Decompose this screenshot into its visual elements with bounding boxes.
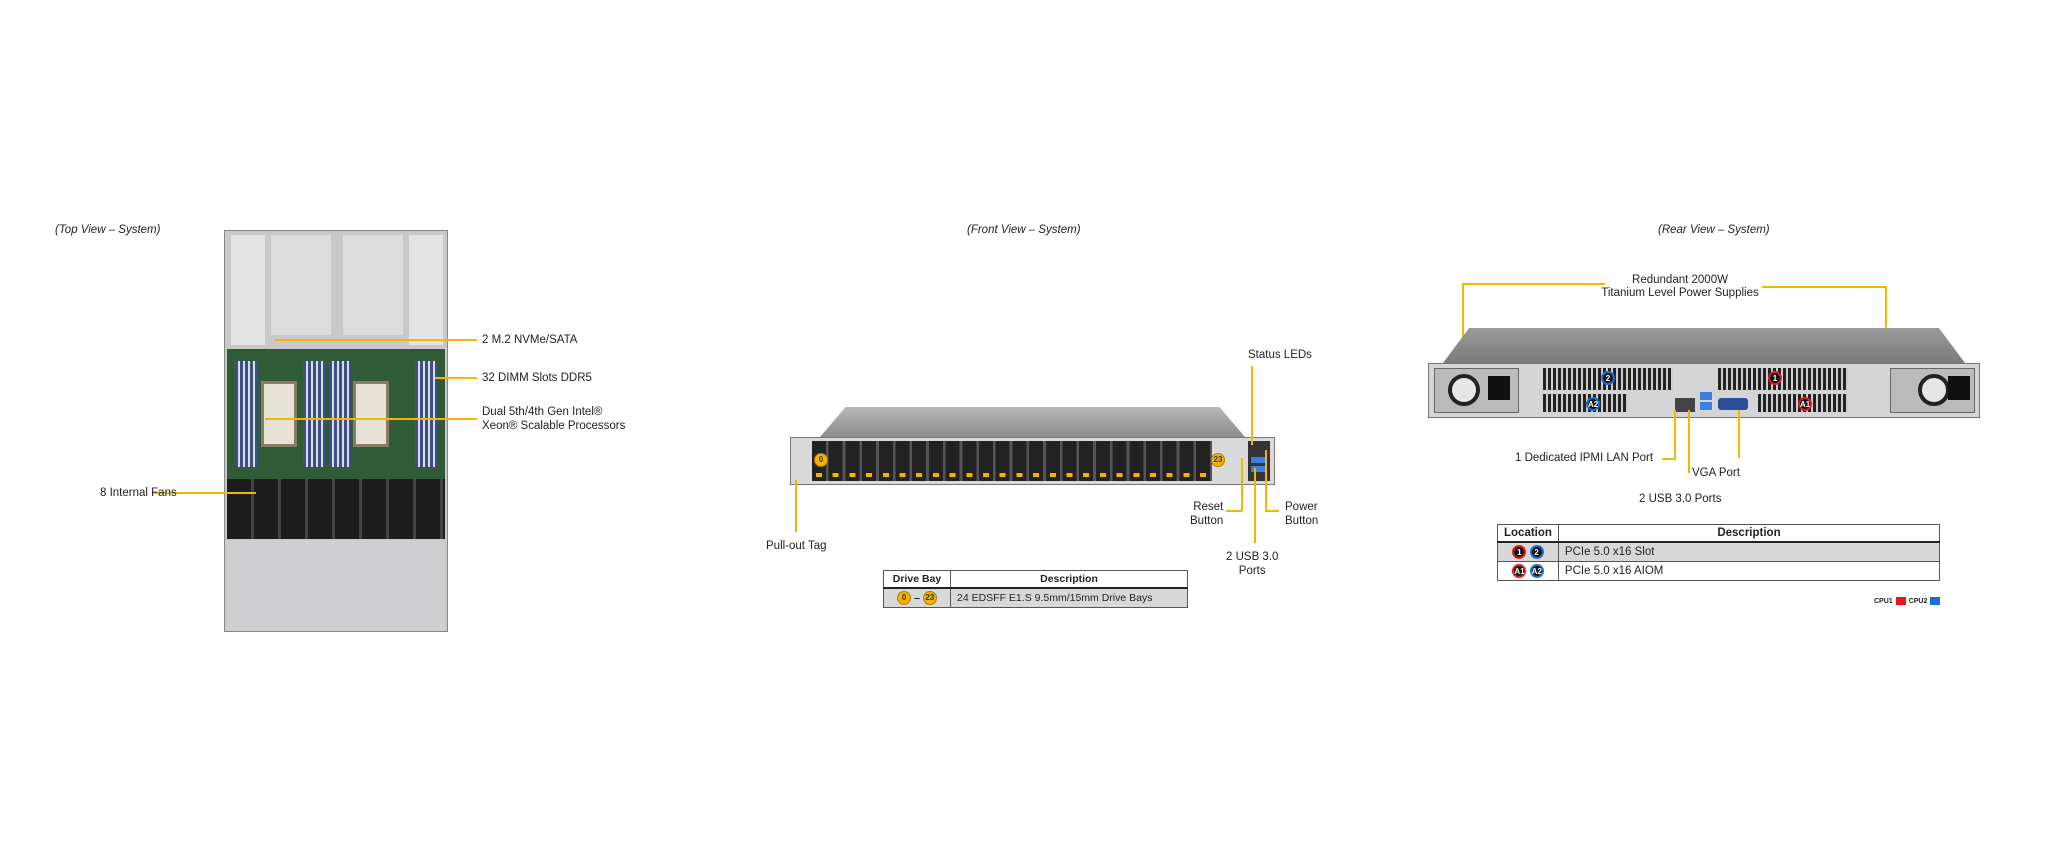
bay-badge-first: 0 <box>814 453 828 467</box>
label-vga: VGA Port <box>1692 467 1740 479</box>
th-drive-bay: Drive Bay <box>883 570 951 589</box>
label-pull-out-tag: Pull-out Tag <box>766 540 827 552</box>
slot-badge-1: 1 <box>1768 371 1782 385</box>
location-badge: A1 <box>1512 564 1527 578</box>
location-badge: 2 <box>1529 545 1544 559</box>
cpu-legend: CPU1 CPU2 <box>1874 597 1941 605</box>
legend-cpu2-swatch <box>1930 597 1941 605</box>
legend-cpu1-swatch <box>1895 597 1906 605</box>
label-dimm: 32 DIMM Slots DDR5 <box>482 372 592 384</box>
table-row: 1 2 PCIe 5.0 x16 Slot <box>1497 541 1941 562</box>
row-description: PCIe 5.0 x16 AIOM <box>1557 561 1941 581</box>
legend-cpu1-label: CPU1 <box>1874 597 1893 605</box>
label-front-usb-line2: Ports <box>1238 565 1266 577</box>
rear-view-chassis-image: 2 1 A2 A1 <box>1428 328 1980 418</box>
label-m2: 2 M.2 NVMe/SATA <box>482 334 578 346</box>
label-ipmi: 1 Dedicated IPMI LAN Port <box>1515 452 1654 464</box>
table-row: 0 – 23 24 EDSFF E1.S 9.5mm/15mm Drive Ba… <box>883 587 1188 608</box>
th-description: Description <box>1557 524 1941 543</box>
slot-badge-a1: A1 <box>1798 397 1812 411</box>
slot-badge-a2: A2 <box>1586 397 1600 411</box>
table-row: A1 A2 PCIe 5.0 x16 AIOM <box>1497 561 1941 581</box>
label-power-line2: Button <box>1285 515 1319 527</box>
top-view-caption: (Top View – System) <box>55 224 161 236</box>
range-sep: – <box>914 591 920 604</box>
label-cpu-2: Xeon® Scalable Processors <box>482 420 626 432</box>
th-description: Description <box>950 570 1188 589</box>
label-power-line1: Power <box>1285 501 1318 513</box>
bay-badge: 23 <box>922 591 937 605</box>
location-badge: A2 <box>1529 564 1544 578</box>
label-psu-2: Titanium Level Power Supplies <box>1601 287 1759 299</box>
label-cpu-1: Dual 5th/4th Gen Intel® <box>482 406 603 418</box>
rear-view-caption: (Rear View – System) <box>1658 224 1770 236</box>
top-view-chassis-image <box>224 230 448 632</box>
front-view-chassis-image: 0 23 <box>790 407 1275 485</box>
location-badge: 1 <box>1512 545 1527 559</box>
legend-cpu2-label: CPU2 <box>1908 597 1928 605</box>
front-view-caption: (Front View – System) <box>967 224 1081 236</box>
row-description: PCIe 5.0 x16 Slot <box>1557 541 1941 562</box>
label-front-usb-line1: 2 USB 3.0 <box>1226 551 1279 563</box>
label-rear-usb: 2 USB 3.0 Ports <box>1639 493 1722 505</box>
label-status-leds: Status LEDs <box>1248 349 1312 361</box>
bay-badge: 0 <box>897 591 912 605</box>
label-psu-1: Redundant 2000W <box>1632 274 1728 286</box>
label-fans: 8 Internal Fans <box>100 487 177 499</box>
bay-badge-last: 23 <box>1211 453 1225 467</box>
row-description: 24 EDSFF E1.S 9.5mm/15mm Drive Bays <box>950 587 1188 608</box>
label-reset-line1: Reset <box>1193 501 1224 513</box>
label-reset-line2: Button <box>1190 515 1224 527</box>
slot-badge-2: 2 <box>1601 371 1615 385</box>
th-location: Location <box>1497 524 1559 543</box>
